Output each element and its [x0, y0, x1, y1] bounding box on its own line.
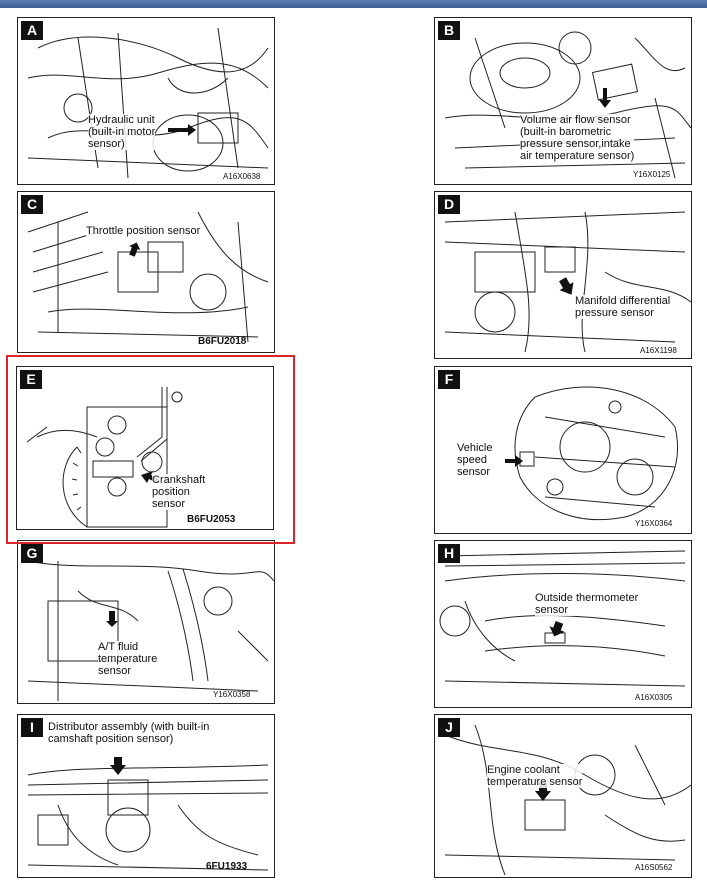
panel-letter: B — [438, 21, 460, 40]
engine-coolant-sensor-illustration — [444, 724, 691, 876]
figure-code: B6FU2053 — [187, 514, 236, 525]
panel-letter: D — [438, 195, 460, 214]
figure-code: Y16X0125 — [633, 170, 671, 179]
panel-caption: Engine coolant temperature sensor — [487, 764, 583, 788]
throttle-position-sensor-illustration — [27, 211, 269, 343]
figure-code: A16X0638 — [223, 172, 261, 181]
panel-letter: J — [438, 718, 460, 737]
figure-code: A16X0305 — [635, 693, 673, 702]
panel-letter: I — [21, 718, 43, 737]
panel-caption: Volume air flow sensor (built-in baromet… — [520, 114, 635, 162]
outside-thermometer-illustration — [439, 550, 686, 687]
panel-caption: Manifold differential pressure sensor — [575, 295, 671, 319]
panel-e: E Crankshaft position sensor B6FU2053 — [16, 366, 274, 530]
figure-code: B6FU2018 — [198, 336, 247, 347]
panel-j: J Engine coolant temperature sensor A16S… — [434, 714, 692, 878]
figure-code: A16S0562 — [635, 863, 673, 872]
panel-caption: Crankshaft position sensor — [152, 474, 206, 510]
distributor-assembly-illustration — [27, 757, 269, 871]
panel-b: B Volume air flow sensor (built-in barom… — [434, 17, 692, 185]
figure-code: A16X1198 — [640, 346, 677, 355]
hydraulic-unit-illustration — [27, 27, 269, 179]
figure-code: Y16X0364 — [635, 519, 673, 528]
panel-letter: F — [438, 370, 460, 389]
panel-g: G A/T fluid temperature sensor Y16X0358 — [17, 540, 275, 704]
panel-letter: G — [21, 544, 43, 563]
panel-caption: Distributor assembly (with built-in cams… — [48, 721, 210, 745]
window-top-bar — [0, 0, 707, 8]
panel-letter: A — [21, 21, 43, 40]
panel-letter: C — [21, 195, 43, 214]
panel-d: D Manifold differential pressure sensor … — [434, 191, 692, 359]
panel-caption: Hydraulic unit (built-in motor sensor) — [88, 114, 156, 150]
panel-caption: Vehicle speed sensor — [457, 442, 493, 478]
panel-caption: Throttle position sensor — [86, 225, 201, 237]
panel-caption: Outside thermometer sensor — [535, 592, 639, 616]
figure-code: Y16X0358 — [213, 690, 251, 699]
manifold-pressure-sensor-illustration — [444, 211, 691, 353]
panel-caption: A/T fluid temperature sensor — [98, 641, 158, 677]
transaxle-illustration — [505, 386, 679, 521]
crankshaft-sensor-illustration — [26, 387, 183, 528]
figure-code: 6FU1933 — [206, 861, 248, 872]
panel-letter: E — [20, 370, 42, 389]
panel-i: I Distributor assembly (with built-in ca… — [17, 714, 275, 878]
panel-f: F Vehicle speed sensor Y16X0364 — [434, 366, 692, 534]
panel-h: H Outside thermometer sensor A16X0305 — [434, 540, 692, 708]
panel-letter: H — [438, 544, 460, 563]
fluid-temperature-sensor-illustration — [27, 560, 274, 701]
panel-a: A Hydraulic unit (built-in motor sensor)… — [17, 17, 275, 185]
panel-c: C Throttle position sensor B6FU2018 — [17, 191, 275, 353]
